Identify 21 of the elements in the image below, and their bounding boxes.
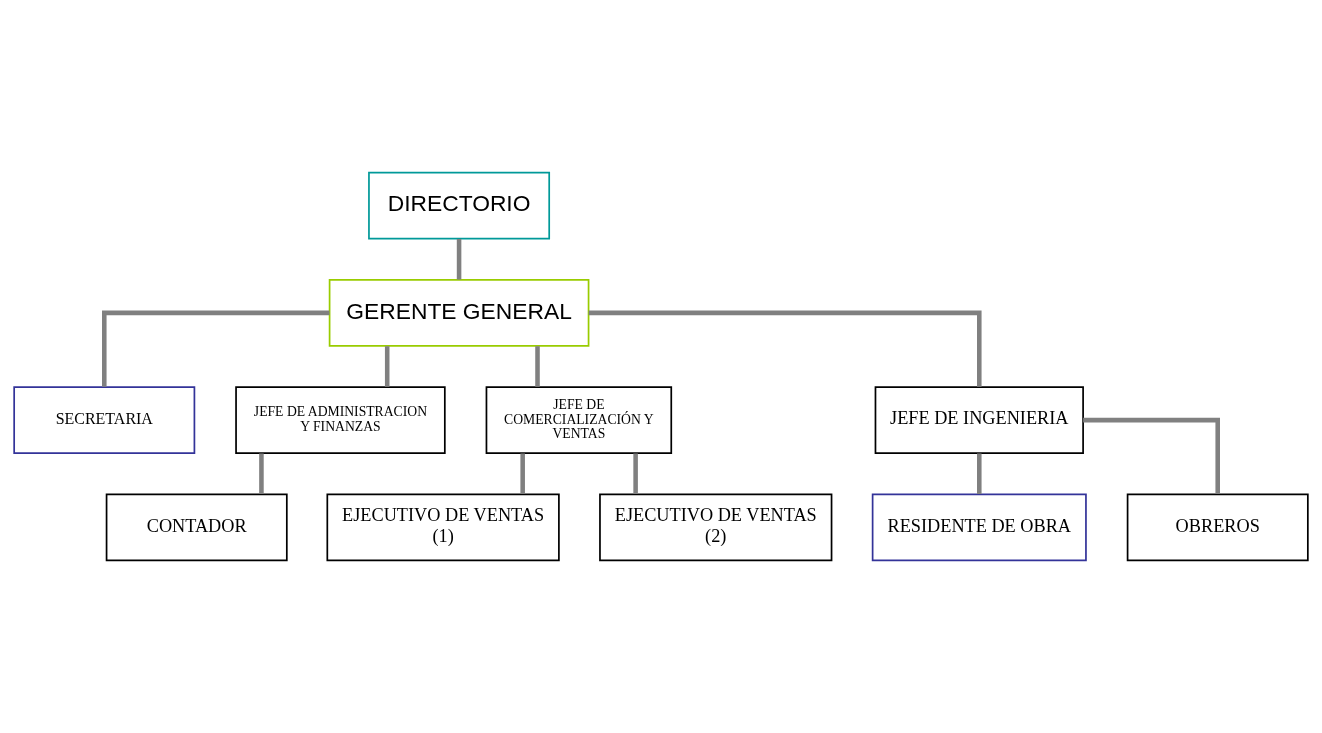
node-box: RESIDENTE DE OBRA [871, 493, 1087, 562]
connector [1083, 417, 1220, 494]
node-box: SECRETARIA [13, 386, 196, 455]
node-box: GERENTE GENERAL [328, 278, 590, 347]
connector [588, 310, 982, 387]
node-box: EJECUTIVO DE VENTAS (1) [326, 493, 560, 562]
connector [259, 453, 264, 495]
node-box: DIRECTORIO [368, 171, 551, 240]
connector [384, 346, 390, 387]
node-box: CONTADOR [105, 493, 288, 562]
connector [456, 239, 462, 280]
connector [633, 453, 638, 495]
node-box: JEFE DE ADMINISTRACION Y FINANZAS [235, 386, 446, 455]
node-box: EJECUTIVO DE VENTAS (2) [599, 493, 833, 562]
node-box: JEFE DE INGENIERIA [874, 386, 1084, 455]
connector [520, 453, 525, 495]
node-box: OBREROS [1126, 493, 1309, 562]
connector [977, 453, 982, 495]
connector [535, 346, 540, 387]
connector [102, 310, 330, 387]
node-box: JEFE DE COMERCIALIZACIÓN Y VENTAS [485, 386, 673, 455]
